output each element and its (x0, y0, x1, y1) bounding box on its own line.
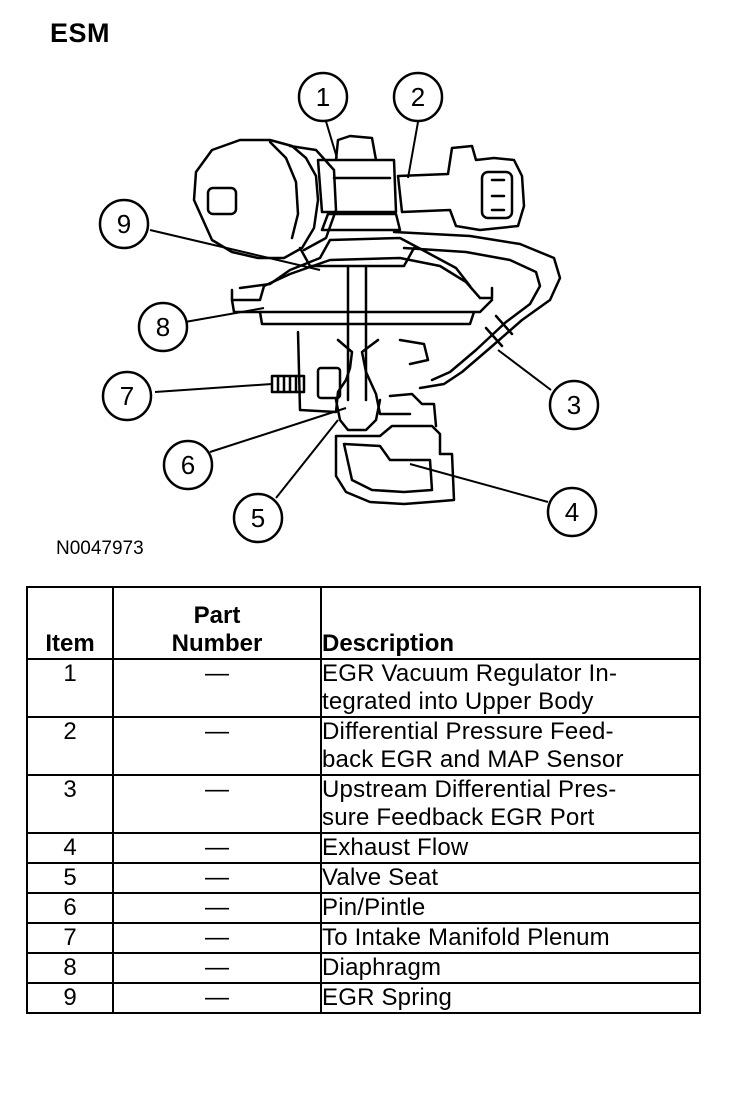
hose (392, 230, 562, 390)
header-item: Item (26, 586, 114, 660)
callout-3-label: 3 (567, 390, 581, 420)
row-item: 9 (26, 982, 114, 1014)
header-part-line1: Part (193, 602, 241, 629)
row-description-line1: Valve Seat (322, 864, 439, 891)
leader-9 (149, 229, 321, 271)
table-row: 9—EGR Spring (26, 982, 701, 1014)
row-part-number: — (112, 716, 322, 776)
mounting-bolt (270, 366, 342, 400)
callout-8: 8 (137, 301, 189, 353)
table-row: 7—To Intake Manifold Plenum (26, 922, 701, 954)
row-item: 2 (26, 716, 114, 776)
callout-7: 7 (101, 370, 153, 422)
header-part-line2: Number (171, 630, 263, 657)
row-description: Diaphragm (320, 952, 701, 984)
row-description-line1: EGR Spring (322, 984, 453, 1011)
row-description-line2: sure Feedback EGR Port (322, 804, 595, 831)
table-row: 4—Exhaust Flow (26, 832, 701, 864)
row-description-line1: Differential Pressure Feed- (322, 718, 614, 745)
callout-3: 3 (548, 379, 600, 431)
row-description-line1: To Intake Manifold Plenum (322, 924, 610, 951)
table-row: 5—Valve Seat (26, 862, 701, 894)
callout-2: 2 (392, 71, 444, 123)
leader-5 (275, 419, 339, 499)
table-header-row: Item Part Number Description (26, 586, 701, 660)
row-item: 4 (26, 832, 114, 864)
header-description: Description (320, 586, 701, 660)
callout-6-label: 6 (181, 450, 195, 480)
leader-3 (497, 349, 552, 391)
callout-8-label: 8 (156, 312, 170, 342)
row-description-line2: tegrated into Upper Body (322, 688, 594, 715)
actuator-housing (192, 138, 338, 260)
callout-5: 5 (232, 492, 284, 544)
exhaust-passage (334, 392, 456, 506)
leader-2 (407, 121, 419, 179)
row-item: 3 (26, 774, 114, 834)
row-description: EGR Spring (320, 982, 701, 1014)
row-part-number: — (112, 774, 322, 834)
row-item: 7 (26, 922, 114, 954)
table-row: 1—EGR Vacuum Regulator In-tegrated into … (26, 658, 701, 718)
sensor-connector (396, 144, 526, 232)
callout-6: 6 (162, 439, 214, 491)
row-description: Upstream Differential Pres-sure Feedback… (320, 774, 701, 834)
row-description-line2: back EGR and MAP Sensor (322, 746, 624, 773)
callout-4-label: 4 (565, 497, 579, 527)
lower-body (296, 330, 430, 416)
row-description: Differential Pressure Feed-back EGR and … (320, 716, 701, 776)
callout-2-label: 2 (411, 82, 425, 112)
row-item: 8 (26, 952, 114, 984)
row-description: To Intake Manifold Plenum (320, 922, 701, 954)
valve-stem (334, 264, 382, 432)
table-row: 6—Pin/Pintle (26, 892, 701, 924)
row-part-number: — (112, 658, 322, 718)
row-description-line1: EGR Vacuum Regulator In- (322, 660, 618, 687)
row-description: EGR Vacuum Regulator In-tegrated into Up… (320, 658, 701, 718)
table-row: 2—Differential Pressure Feed-back EGR an… (26, 716, 701, 776)
parts-table: Item Part Number Description 1—EGR Vacuu… (26, 586, 701, 1014)
row-part-number: — (112, 982, 322, 1014)
row-description: Pin/Pintle (320, 892, 701, 924)
table-row: 3—Upstream Differential Pres-sure Feedba… (26, 774, 701, 834)
row-part-number: — (112, 862, 322, 894)
row-item: 6 (26, 892, 114, 924)
header-part-number: Part Number (112, 586, 322, 660)
leader-1 (324, 117, 338, 159)
callout-9-label: 9 (117, 209, 131, 239)
diaphragm-body (230, 236, 494, 326)
table-row: 8—Diaphragm (26, 952, 701, 984)
row-description-line1: Upstream Differential Pres- (322, 776, 617, 803)
callout-5-label: 5 (251, 503, 265, 533)
row-item: 5 (26, 862, 114, 894)
callout-4: 4 (546, 486, 598, 538)
callout-7-label: 7 (120, 381, 134, 411)
row-part-number: — (112, 832, 322, 864)
row-part-number: — (112, 892, 322, 924)
row-part-number: — (112, 952, 322, 984)
row-description: Exhaust Flow (320, 832, 701, 864)
esm-diagram: 1 2 3 4 5 6 7 8 (98, 71, 600, 544)
callout-9: 9 (98, 198, 150, 250)
callout-1-label: 1 (316, 82, 330, 112)
leader-6 (209, 407, 347, 453)
leader-4 (409, 463, 549, 503)
row-description: Valve Seat (320, 862, 701, 894)
row-item: 1 (26, 658, 114, 718)
figure-id: N0047973 (56, 538, 144, 559)
leader-8 (184, 307, 265, 323)
row-description-line1: Diaphragm (322, 954, 442, 981)
regulator-block (316, 134, 402, 232)
row-part-number: — (112, 922, 322, 954)
leader-7 (154, 383, 273, 393)
callout-1: 1 (297, 71, 349, 123)
row-description-line1: Pin/Pintle (322, 894, 426, 921)
row-description-line1: Exhaust Flow (322, 834, 469, 861)
page-title: ESM (50, 18, 111, 48)
